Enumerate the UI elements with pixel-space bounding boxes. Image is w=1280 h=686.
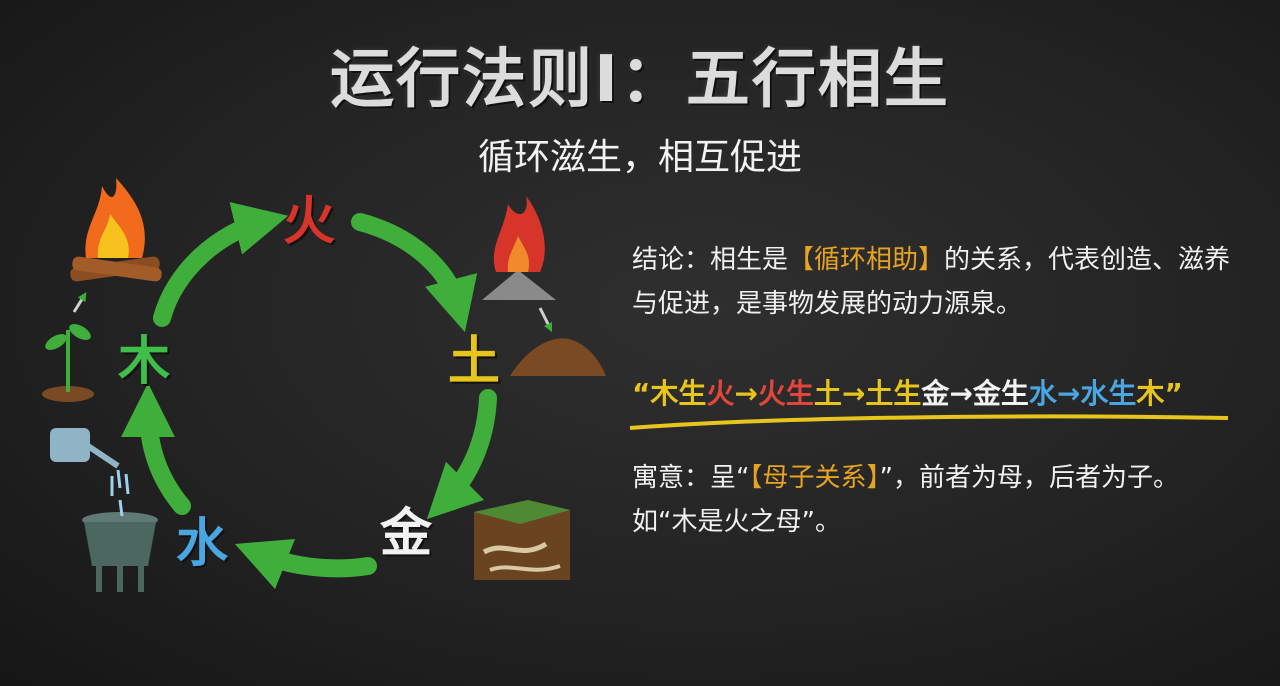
arrow-fire-to-earth bbox=[360, 222, 458, 306]
arrow-water-to-wood bbox=[148, 410, 182, 506]
sequence-step-5a: 水生 bbox=[1080, 377, 1136, 410]
meaning-text: 寓意：呈“【母子关系】”，前者为母，后者为子。如“木是火之母”。 bbox=[632, 456, 1232, 544]
element-metal-label: 金 bbox=[380, 508, 432, 560]
soil-pile-icon bbox=[510, 338, 606, 376]
ash-fire-icon bbox=[482, 196, 556, 300]
element-wood-label: 木 bbox=[118, 336, 170, 388]
sprout-icon bbox=[42, 321, 94, 402]
campfire-icon bbox=[69, 178, 162, 282]
sprout-to-fire-arrow bbox=[74, 296, 84, 312]
sequence-step-1b: 火 bbox=[706, 377, 734, 410]
sequence-arrow: → bbox=[949, 377, 972, 410]
sequence-close-quote: ” bbox=[1164, 377, 1182, 410]
conclusion-highlight: 【循环相助】 bbox=[788, 245, 944, 275]
arrow-wood-to-fire bbox=[162, 222, 262, 318]
sequence-step-2b: 土 bbox=[814, 377, 842, 410]
sequence-open-quote: “ bbox=[632, 377, 650, 410]
sequence-step-2a: 火生 bbox=[758, 377, 814, 410]
generation-sequence: “木生火→火生土→土生金→金生水→水生木” bbox=[632, 372, 1183, 412]
element-fire-label: 火 bbox=[283, 196, 335, 248]
conclusion-prefix: 结论：相生是 bbox=[632, 245, 788, 275]
bronze-cauldron-icon bbox=[82, 512, 158, 592]
arrow-metal-to-water bbox=[260, 554, 368, 568]
sequence-step-4a: 金生 bbox=[973, 377, 1029, 410]
ore-in-earth-icon bbox=[474, 500, 570, 580]
meaning-highlight: 【母子关系】 bbox=[749, 463, 879, 493]
sequence-step-5b: 木 bbox=[1136, 377, 1164, 410]
sequence-arrow: → bbox=[734, 377, 757, 410]
sequence-step-1a: 木生 bbox=[650, 377, 706, 410]
sequence-underline bbox=[630, 416, 1228, 428]
sequence-step-4b: 水 bbox=[1029, 377, 1057, 410]
ash-to-soil-arrow bbox=[540, 308, 550, 328]
element-water-label: 水 bbox=[176, 518, 228, 570]
conclusion-text: 结论：相生是【循环相助】的关系，代表创造、滋养与促进，是事物发展的动力源泉。 bbox=[632, 238, 1252, 326]
element-earth-label: 土 bbox=[448, 336, 500, 388]
sequence-step-3b: 金 bbox=[921, 377, 949, 410]
sequence-arrow: → bbox=[842, 377, 865, 410]
meaning-prefix: 寓意：呈“ bbox=[632, 463, 749, 493]
watering-can-icon bbox=[50, 428, 128, 516]
sequence-step-3a: 土生 bbox=[865, 377, 921, 410]
arrow-earth-to-metal bbox=[446, 398, 488, 500]
sequence-arrow: → bbox=[1057, 377, 1080, 410]
